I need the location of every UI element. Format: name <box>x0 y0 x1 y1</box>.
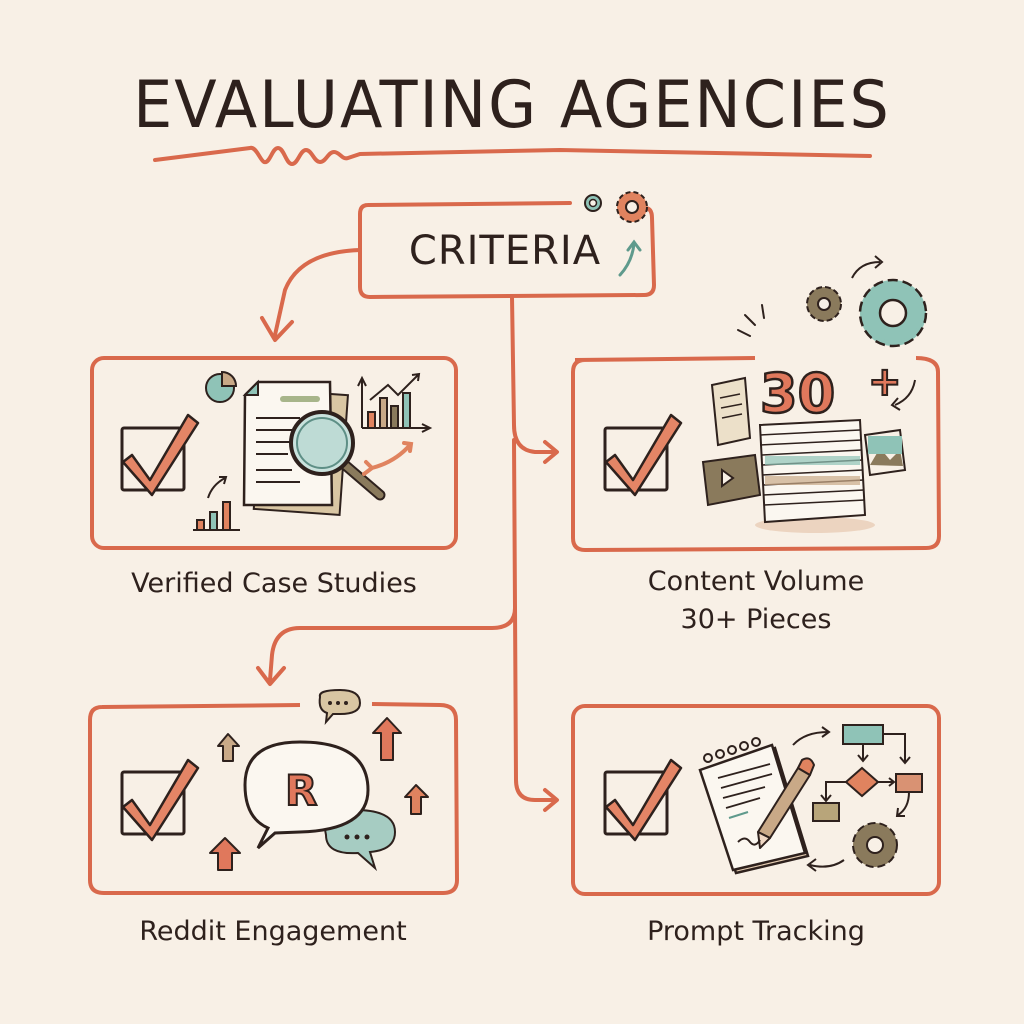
gear-icon <box>806 286 842 322</box>
trend-arrow-icon <box>618 239 642 277</box>
gear-icon <box>584 194 602 212</box>
page-title: EVALUATING AGENCIES <box>133 66 891 143</box>
small-bar-chart-icon <box>193 476 240 531</box>
cycle-arrow-icon <box>851 255 884 279</box>
criterion-box <box>571 356 942 553</box>
document-stack-icon <box>701 376 907 533</box>
burst-lines-icon <box>737 304 765 337</box>
notepad-icon <box>698 737 810 875</box>
pencil-icon <box>737 757 815 849</box>
criteria-box <box>358 201 657 300</box>
connectors <box>256 248 559 812</box>
title-underline <box>153 145 872 167</box>
criterion-box <box>571 704 941 896</box>
criterion-label: Verified Case Studies <box>131 568 417 599</box>
criterion-label: Prompt Tracking <box>647 916 865 947</box>
cycle-arrow-icon <box>890 379 916 411</box>
reddit-bubble-icon: R <box>243 740 370 850</box>
criterion-box <box>90 356 458 550</box>
flowchart-icon <box>792 724 923 872</box>
gear-icon <box>852 822 898 868</box>
speech-bubble-icon <box>318 688 362 726</box>
bar-chart-icon <box>357 372 433 433</box>
svg-text:R: R <box>285 766 317 815</box>
svg-text:+: + <box>868 359 902 405</box>
criterion-sublabel: 30+ Pieces <box>680 604 832 635</box>
criterion-label: Reddit Engagement <box>139 916 407 947</box>
pie-chart-icon <box>205 370 238 403</box>
upvote-arrow-icon <box>209 717 429 871</box>
svg-text:30: 30 <box>760 362 835 425</box>
gear-icon <box>858 278 928 348</box>
badge-30-plus: 30 + <box>759 358 903 426</box>
magnifier-icon <box>289 410 386 501</box>
swap-arrows-icon <box>362 441 414 476</box>
criterion-box <box>88 702 460 895</box>
gear-icon <box>616 191 648 223</box>
criterion-label: Content Volume <box>647 566 865 597</box>
criteria-root-label: CRITERIA <box>408 228 602 274</box>
checkmark-icon <box>121 413 683 842</box>
